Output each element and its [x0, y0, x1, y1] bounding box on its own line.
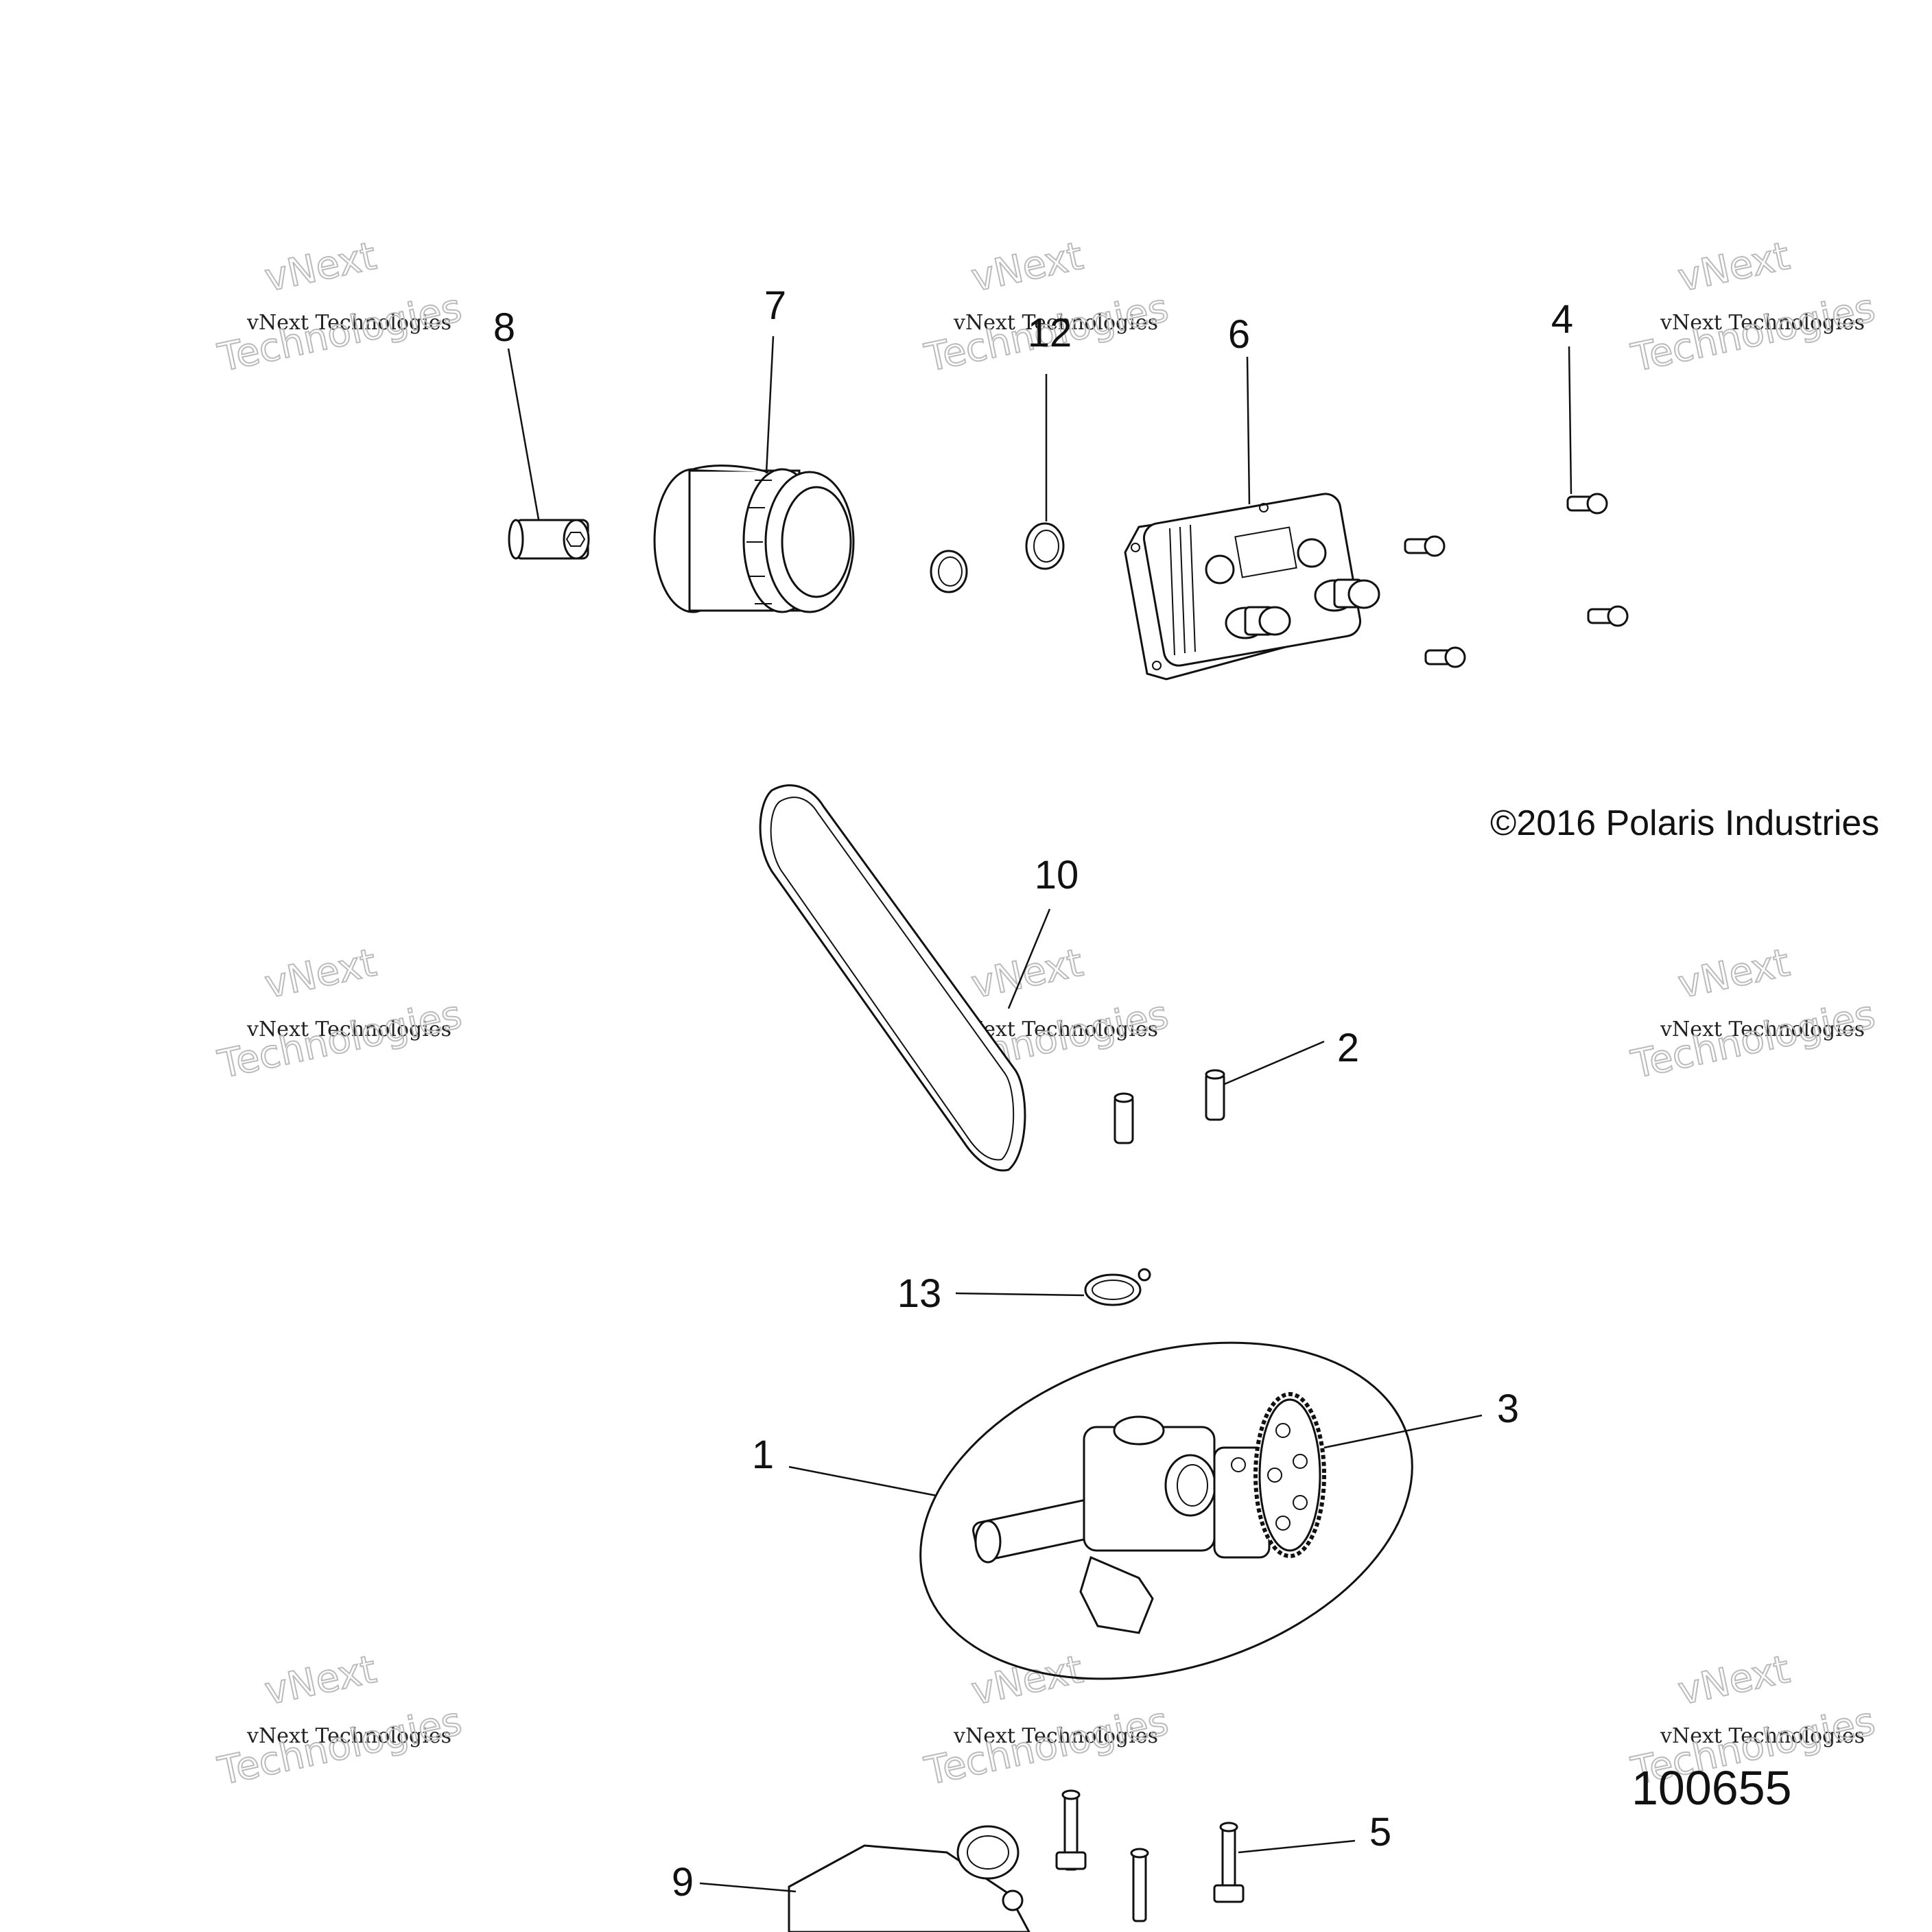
watermark: vNext vNext Technologies Technologies [213, 1647, 466, 1795]
watermark-line2: Technologies [214, 285, 465, 381]
part-7-oil-filter [653, 464, 855, 613]
watermark: vNext vNext Technologies Technologies [920, 1647, 1173, 1795]
part-1-oil-pump-assembly [919, 1341, 1413, 1680]
part-9-pickup [788, 1825, 1030, 1932]
callout-9: 9 [672, 1860, 694, 1905]
part-13-snap-ring [1084, 1268, 1151, 1306]
watermark: vNext vNext Technologies Technologies [920, 233, 1173, 381]
watermark-group: vNext vNext Technologies Technologies vN… [213, 233, 1879, 1795]
watermark-line1: vNext Technologies [246, 1724, 451, 1748]
callout-5: 5 [1369, 1810, 1391, 1854]
callout-12: 12 [1028, 311, 1072, 355]
watermark: vNext vNext Technologies Technologies [1627, 940, 1879, 1088]
leader-lines [507, 335, 1572, 1893]
watermark-line1: vNext Technologies [1660, 1017, 1865, 1041]
watermark: vNext vNext Technologies Technologies [1627, 233, 1879, 381]
callout-labels: 8 7 12 6 4 10 2 13 1 3 5 9 [493, 283, 1573, 1905]
watermark-line1: vNext Technologies [246, 1017, 451, 1041]
part-10-belt [759, 784, 1026, 1172]
figure-number: 100655 [1631, 1761, 1792, 1815]
watermark-brand: vNext [1674, 234, 1793, 301]
watermark-brand: vNext [1674, 941, 1793, 1008]
callout-13: 13 [897, 1271, 942, 1316]
o-ring-small [930, 550, 968, 593]
watermark-brand: vNext [261, 1647, 380, 1715]
watermark-brand: vNext [261, 941, 380, 1008]
callout-8: 8 [493, 305, 515, 350]
watermark-brand: vNext [967, 234, 1087, 301]
watermark-line1: vNext Technologies [1660, 311, 1865, 335]
watermark-line1: vNext Technologies [246, 311, 451, 335]
callout-1: 1 [752, 1433, 774, 1477]
part-6-oil-cooler [1124, 493, 1380, 681]
part-5-bolts [1055, 1789, 1245, 1922]
watermark-brand: vNext [1674, 1647, 1793, 1715]
watermark: vNext vNext Technologies Technologies [213, 233, 466, 381]
callout-2: 2 [1337, 1026, 1359, 1070]
callout-7: 7 [764, 283, 786, 328]
part-8-fitting [508, 519, 590, 560]
watermark-brand: vNext [261, 234, 380, 301]
part-12-o-ring [1025, 522, 1065, 570]
watermark-line2: Technologies [1627, 992, 1878, 1087]
watermark-brand: vNext [967, 1647, 1087, 1715]
watermark-line1: vNext Technologies [1660, 1724, 1865, 1748]
callout-10: 10 [1035, 853, 1079, 897]
part-3-sprocket [1253, 1392, 1326, 1558]
callout-6: 6 [1228, 312, 1250, 357]
watermark-line1: vNext Technologies [953, 311, 1158, 335]
part-2-dowel-pins [1114, 1069, 1225, 1144]
copyright-notice: ©2016 Polaris Industries [1490, 803, 1879, 843]
watermark-line2: Technologies [214, 1699, 465, 1794]
watermark-line2: Technologies [921, 1699, 1172, 1794]
callout-4: 4 [1551, 297, 1573, 342]
callout-3: 3 [1497, 1387, 1519, 1431]
watermark-line2: Technologies [1627, 285, 1878, 381]
part-4-bolts [1404, 493, 1629, 668]
watermark-line1: vNext Technologies [953, 1724, 1158, 1748]
watermark-line2: Technologies [214, 992, 465, 1087]
watermark-brand: vNext [967, 941, 1087, 1008]
watermark: vNext vNext Technologies Technologies [213, 940, 466, 1088]
